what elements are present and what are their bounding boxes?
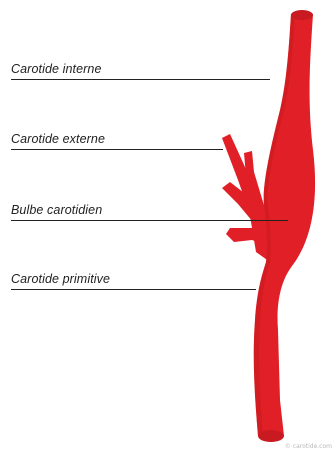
vessel-bottom-opening — [258, 430, 284, 442]
leader-line-carotide-interne — [11, 79, 270, 80]
label-carotide-primitive: Carotide primitive — [11, 272, 110, 286]
label-bulbe-carotidien: Bulbe carotidien — [11, 203, 102, 217]
leader-line-bulbe-carotidien — [11, 220, 288, 221]
watermark: © carotide.com — [285, 443, 332, 450]
leader-line-carotide-externe — [11, 149, 223, 150]
vessel-top-opening — [291, 10, 313, 20]
leader-line-carotide-primitive — [11, 289, 256, 290]
label-carotide-externe: Carotide externe — [11, 132, 105, 146]
label-carotide-interne: Carotide interne — [11, 62, 102, 76]
